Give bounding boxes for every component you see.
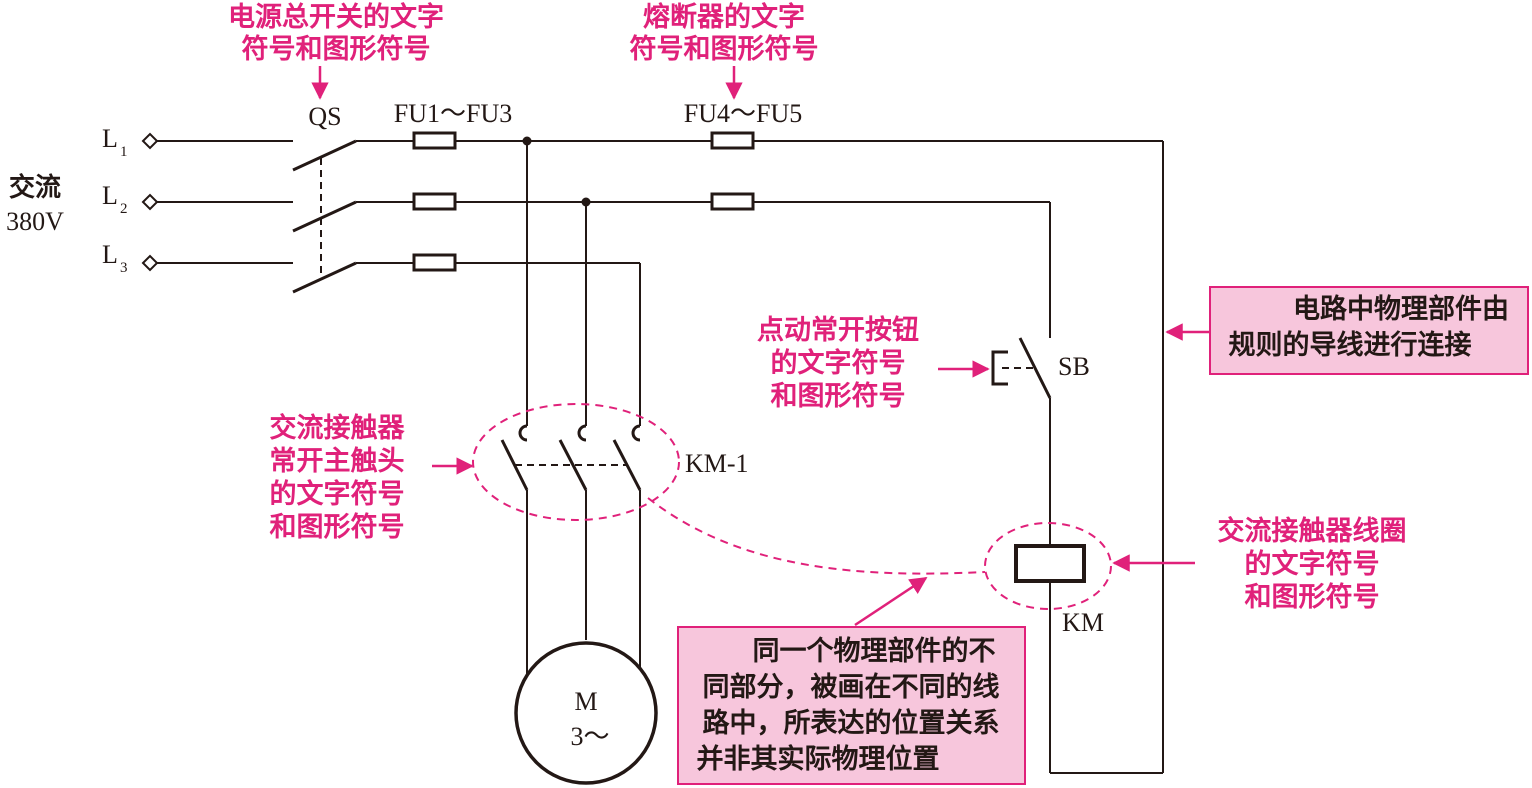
svg-text:L: L (102, 124, 118, 153)
svg-text:和图形符号: 和图形符号 (1245, 581, 1380, 613)
svg-text:电路中物理部件由: 电路中物理部件由 (1293, 293, 1509, 325)
svg-text:常开主触头: 常开主触头 (270, 446, 405, 477)
svg-text:2: 2 (120, 201, 128, 217)
sb-note: 点动常开按钮 的文字符号 和图形符号 (757, 314, 919, 412)
qs-switch (292, 139, 357, 294)
terminal-L1 (141, 132, 159, 150)
km-coil (1014, 544, 1086, 583)
svg-text:符号和图形符号: 符号和图形符号 (242, 33, 431, 65)
same-part-note-box: 同一个物理部件的不 同部分，被画在不同的线 路中，所表达的位置关系 并非其实际物… (677, 626, 1026, 785)
svg-text:交流接触器线圈: 交流接触器线圈 (1218, 515, 1407, 547)
svg-text:交流接触器: 交流接触器 (270, 412, 406, 444)
svg-text:的文字符号: 的文字符号 (270, 478, 405, 510)
svg-text:并非其实际物理位置: 并非其实际物理位置 (697, 743, 940, 775)
coil-note: 交流接触器线圈 的文字符号 和图形符号 (1218, 515, 1407, 613)
svg-text:同一个物理部件的不: 同一个物理部件的不 (753, 635, 996, 667)
terminal-L3 (141, 254, 159, 272)
svg-text:L: L (102, 181, 118, 210)
svg-text:同部分，被画在不同的线: 同部分，被画在不同的线 (703, 671, 1000, 703)
km1-highlight-ellipse (472, 403, 680, 521)
svg-text:的文字符号: 的文字符号 (771, 347, 906, 379)
svg-text:3: 3 (120, 260, 128, 276)
km1-label: KM-1 (685, 449, 749, 478)
qs-note: 电源总开关的文字 符号和图形符号 (228, 1, 444, 65)
fuse-fu1-fu3 (412, 131, 457, 272)
km-coil-highlight-ellipse (984, 522, 1112, 610)
arrow-same-part-note (854, 576, 928, 627)
svg-text:和图形符号: 和图形符号 (270, 511, 405, 543)
svg-text:1: 1 (120, 144, 128, 160)
wire-note-box: 电路中物理部件由 规则的导线进行连接 (1209, 286, 1529, 375)
sb-label: SB (1058, 352, 1090, 381)
svg-text:符号和图形符号: 符号和图形符号 (630, 33, 819, 65)
terminal-L2 (141, 193, 159, 211)
fuse-note: 熔断器的文字 符号和图形符号 (630, 1, 819, 65)
svg-text:和图形符号: 和图形符号 (771, 380, 906, 412)
fu1-fu3-label: FU1～FU3 (394, 99, 512, 128)
supply-label-voltage: 380V (6, 207, 64, 236)
km1-main-contacts (500, 424, 642, 491)
label-L2: L 2 (102, 181, 128, 217)
svg-text:路中，所表达的位置关系: 路中，所表达的位置关系 (703, 707, 1000, 739)
label-L3: L 3 (102, 240, 128, 276)
fuse-fu4-fu5 (710, 131, 755, 211)
svg-text:L: L (102, 240, 118, 269)
qs-label: QS (308, 102, 341, 131)
motor-label: M (574, 687, 597, 716)
svg-text:电源总开关的文字: 电源总开关的文字 (228, 1, 444, 33)
sb-push-button (991, 337, 1052, 399)
fu4-fu5-label: FU4～FU5 (684, 99, 802, 128)
svg-text:熔断器的文字: 熔断器的文字 (643, 1, 805, 33)
motor: M 3～ (514, 641, 658, 785)
motor-phase-label: 3～ (570, 722, 609, 751)
svg-text:规则的导线进行连接: 规则的导线进行连接 (1229, 329, 1472, 361)
km1-note: 交流接触器 常开主触头 的文字符号 和图形符号 (270, 412, 406, 543)
label-L1: L 1 (102, 124, 128, 160)
supply-label-ac: 交流 (9, 172, 61, 203)
svg-text:的文字符号: 的文字符号 (1245, 548, 1380, 580)
same-part-link-curve (647, 497, 986, 575)
km-label: KM (1062, 608, 1104, 637)
svg-text:点动常开按钮: 点动常开按钮 (757, 314, 919, 346)
